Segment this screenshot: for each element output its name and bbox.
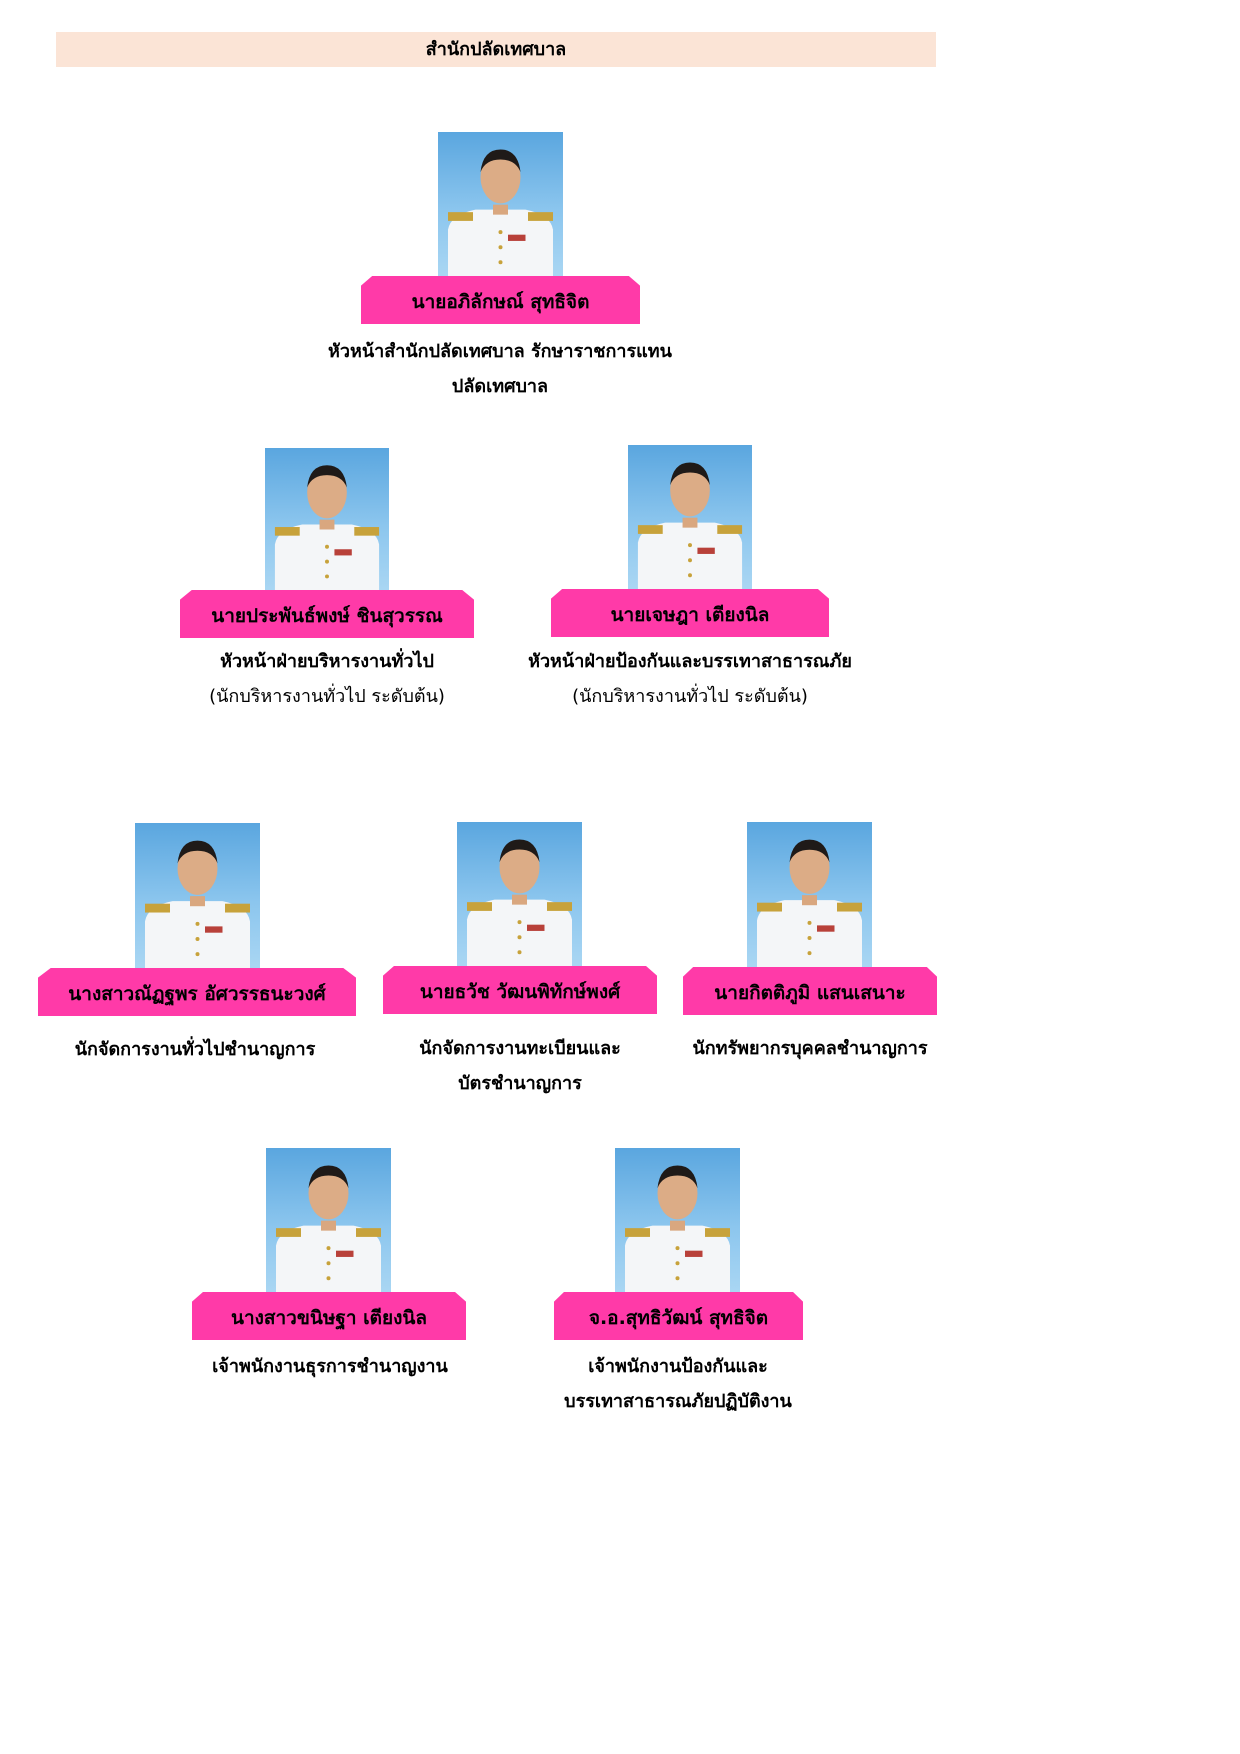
portrait-figure bbox=[145, 840, 250, 968]
portrait-photo bbox=[615, 1148, 740, 1292]
name-plate: นางสาวณัฏฐพร อัศวรรธนะวงศ์ bbox=[38, 968, 356, 1016]
job-title-line2: บรรเทาสาธารณภัยปฏิบัติงาน bbox=[564, 1391, 792, 1412]
job-title: เจ้าพนักงานธุรการชำนาญงาน bbox=[212, 1356, 448, 1377]
job-title: นักจัดการงานทะเบียนและ bbox=[419, 1038, 621, 1059]
page-title: สำนักปลัดเทศบาล bbox=[56, 32, 936, 67]
portrait-figure bbox=[448, 149, 553, 276]
portrait-photo bbox=[265, 448, 389, 590]
portrait-photo bbox=[135, 823, 260, 968]
portrait-photo bbox=[438, 132, 563, 276]
name-plate: จ.อ.สุทธิวัฒน์ สุทธิจิต bbox=[554, 1292, 803, 1340]
portrait-figure bbox=[276, 1165, 381, 1292]
portrait-photo bbox=[628, 445, 752, 589]
portrait-figure bbox=[625, 1165, 730, 1292]
job-title: หัวหน้าฝ่ายบริหารงานทั่วไป bbox=[220, 651, 434, 672]
portrait-figure bbox=[467, 839, 572, 966]
job-level: (นักบริหารงานทั่วไป ระดับต้น) bbox=[572, 686, 808, 707]
job-title-line2: ปลัดเทศบาล bbox=[451, 376, 549, 397]
portrait-figure bbox=[757, 839, 862, 967]
job-title: เจ้าพนักงานป้องกันและ bbox=[588, 1356, 768, 1377]
portrait-figure bbox=[637, 462, 743, 589]
name-plate: นายเจษฎา เตียงนิล bbox=[551, 589, 829, 637]
name-plate: นางสาวขนิษฐา เตียงนิล bbox=[192, 1292, 466, 1340]
name-plate: นายกิตติภูมิ แสนเสนาะ bbox=[683, 967, 937, 1015]
portrait-photo bbox=[266, 1148, 391, 1292]
portrait-photo bbox=[457, 822, 582, 966]
name-plate: นายประพันธ์พงษ์ ชินสุวรรณ bbox=[180, 590, 474, 638]
name-plate: นายอภิลักษณ์ สุทธิจิต bbox=[361, 276, 640, 324]
job-title: นักจัดการงานทั่วไปชำนาญการ bbox=[74, 1039, 316, 1060]
job-title-line2: บัตรชำนาญการ bbox=[458, 1073, 582, 1094]
job-title: หัวหน้าสำนักปลัดเทศบาล รักษาราชการแทน bbox=[328, 341, 672, 362]
portrait-figure bbox=[274, 465, 380, 590]
job-level: (นักบริหารงานทั่วไป ระดับต้น) bbox=[209, 686, 445, 707]
name-plate: นายธวัช วัฒนพิทักษ์พงศ์ bbox=[383, 966, 657, 1014]
portrait-photo bbox=[747, 822, 872, 967]
job-title: นักทรัพยากรบุคคลชำนาญการ bbox=[692, 1038, 928, 1059]
job-title: หัวหน้าฝ่ายป้องกันและบรรเทาสาธารณภัย bbox=[528, 651, 852, 672]
